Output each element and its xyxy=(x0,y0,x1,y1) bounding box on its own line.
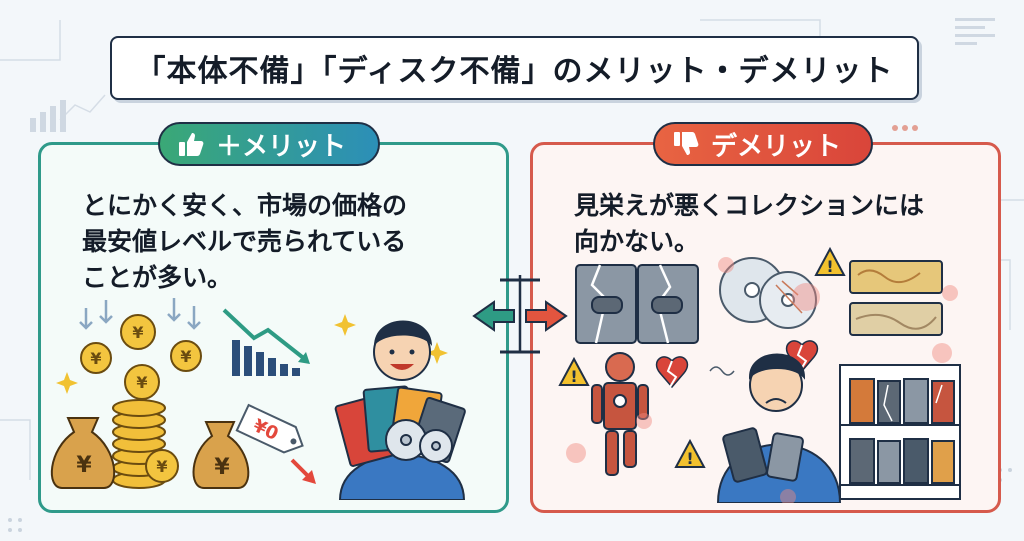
warning-icon: ! xyxy=(814,246,846,276)
merit-illustration: ¥ ¥ ¥ ¥ ¥ ¥ ¥ xyxy=(50,298,466,500)
warning-icon: ! xyxy=(674,438,706,468)
coin-symbol: ¥ xyxy=(90,349,101,368)
happy-person-icon xyxy=(338,320,466,500)
demerit-badge: デメリット xyxy=(653,122,873,166)
sad-person-icon xyxy=(709,353,842,503)
coin-symbol: ¥ xyxy=(214,455,230,480)
demerit-description: 見栄えが悪くコレクションには 向かない。 xyxy=(574,188,924,260)
thumbs-down-icon xyxy=(674,132,699,155)
demerit-line: 向かない。 xyxy=(574,227,700,256)
svg-text:!: ! xyxy=(686,449,693,468)
price-down-chart-icon xyxy=(222,308,310,376)
right-arrow-icon xyxy=(525,300,568,332)
merit-line: ことが多い。 xyxy=(82,263,233,292)
coin-symbol: ¥ xyxy=(136,373,147,392)
coin-symbol: ¥ xyxy=(180,347,191,366)
title-box: 「本体不備」「ディスク不備」のメリット・デメリット xyxy=(110,36,919,100)
thumbs-up-icon xyxy=(179,133,204,156)
demerit-illustration: ! ! ! xyxy=(558,246,961,503)
shelf-icon xyxy=(839,364,961,500)
coin-icon xyxy=(80,314,202,400)
demerit-badge-label: デメリット xyxy=(711,131,842,162)
demerit-line: 見栄えが悪くコレクションには xyxy=(574,191,925,220)
worn-card-icon xyxy=(849,260,943,336)
merit-description: とにかく安く、市場の価格の 最安値レベルで売られている ことが多い。 xyxy=(82,188,407,296)
svg-text:!: ! xyxy=(826,257,833,276)
merit-badge-label: ＋メリット xyxy=(216,131,347,162)
page-title: 「本体不備」「ディスク不備」のメリット・デメリット xyxy=(135,54,894,89)
coin-symbol: ¥ xyxy=(76,453,92,478)
broken-heart-icon xyxy=(655,340,819,389)
damaged-figure-icon xyxy=(591,352,649,476)
merit-line: 最安値レベルで売られている xyxy=(82,227,407,256)
coin-symbol: ¥ xyxy=(156,457,167,476)
game-cases-icon xyxy=(334,385,466,467)
svg-text:!: ! xyxy=(570,367,577,386)
money-bag-icon xyxy=(50,417,250,489)
merit-badge: ＋メリット xyxy=(158,122,380,166)
warning-icon: ! xyxy=(558,356,590,386)
broken-game-case-icon xyxy=(575,264,699,344)
merit-line: とにかく安く、市場の価格の xyxy=(82,191,408,220)
comparison-arrows xyxy=(472,275,568,354)
price-tag-icon: ¥0 xyxy=(235,403,316,484)
coin-symbol: ¥ xyxy=(132,323,143,342)
left-arrow-icon xyxy=(472,300,515,332)
scratched-disc-icon xyxy=(719,257,817,329)
